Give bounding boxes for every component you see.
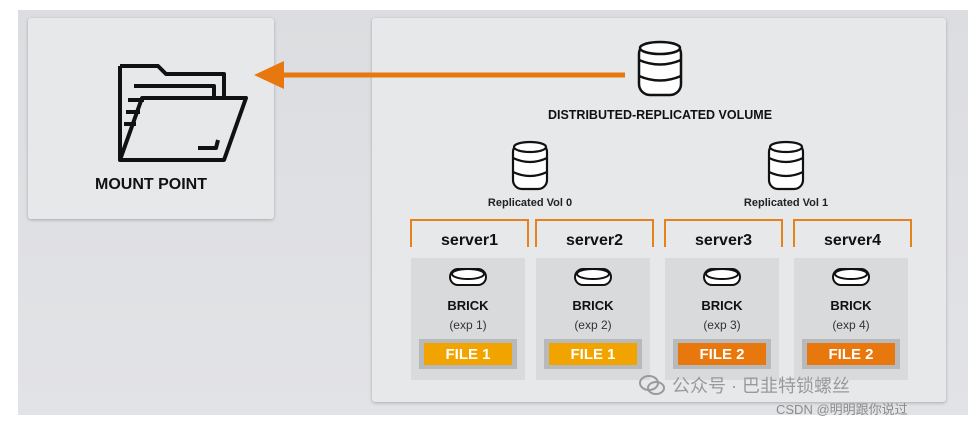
brick-box-server1: BRICK (exp 1) FILE 1 [411, 258, 525, 380]
watermark-csdn: CSDN @明明跟你说过 [776, 402, 908, 417]
server4-name: server4 [824, 232, 881, 249]
brick-exp: (exp 4) [832, 318, 870, 332]
brick-box-server4: BRICK (exp 4) FILE 2 [794, 258, 908, 380]
file-frame: FILE 2 [802, 339, 900, 369]
server2-name: server2 [566, 232, 623, 249]
brick-label: BRICK [701, 298, 743, 313]
volume-title: DISTRIBUTED-REPLICATED VOLUME [547, 108, 773, 122]
disk-icon [449, 268, 487, 286]
file-badge: FILE 1 [424, 343, 512, 365]
file-badge: FILE 2 [807, 343, 895, 365]
server4-bracket [793, 219, 912, 247]
brick-label: BRICK [830, 298, 872, 313]
file-frame: FILE 1 [544, 339, 642, 369]
server2-bracket [535, 219, 654, 247]
arrow-left-icon [254, 61, 625, 89]
file-frame: FILE 2 [673, 339, 771, 369]
brick-label: BRICK [572, 298, 614, 313]
replicated-vol-1-label: Replicated Vol 1 [743, 197, 829, 209]
brick-exp: (exp 1) [449, 318, 487, 332]
server3-bracket [664, 219, 783, 247]
server1-name: server1 [441, 232, 498, 249]
disk-icon [574, 268, 612, 286]
watermark-text: 公众号 · 巴韭特锁螺丝 [672, 376, 850, 396]
file-frame: FILE 1 [419, 339, 517, 369]
brick-box-server2: BRICK (exp 2) FILE 1 [536, 258, 650, 380]
brick-box-server3: BRICK (exp 3) FILE 2 [665, 258, 779, 380]
database-icon [637, 40, 683, 97]
brick-label: BRICK [447, 298, 489, 313]
database-icon [767, 140, 805, 191]
file-badge: FILE 2 [678, 343, 766, 365]
mount-point-panel: MOUNT POINT [28, 18, 274, 219]
wechat-icon [639, 375, 665, 395]
open-folder-icon [118, 64, 248, 162]
disk-icon [832, 268, 870, 286]
watermark-wechat: 公众号 · 巴韭特锁螺丝 [638, 372, 850, 398]
disk-icon [703, 268, 741, 286]
server3-name: server3 [695, 232, 752, 249]
mount-point-label: MOUNT POINT [95, 176, 207, 193]
file-badge: FILE 1 [549, 343, 637, 365]
replicated-vol-0-label: Replicated Vol 0 [487, 197, 573, 209]
brick-exp: (exp 3) [703, 318, 741, 332]
brick-exp: (exp 2) [574, 318, 612, 332]
database-icon [511, 140, 549, 191]
server1-bracket [410, 219, 529, 247]
